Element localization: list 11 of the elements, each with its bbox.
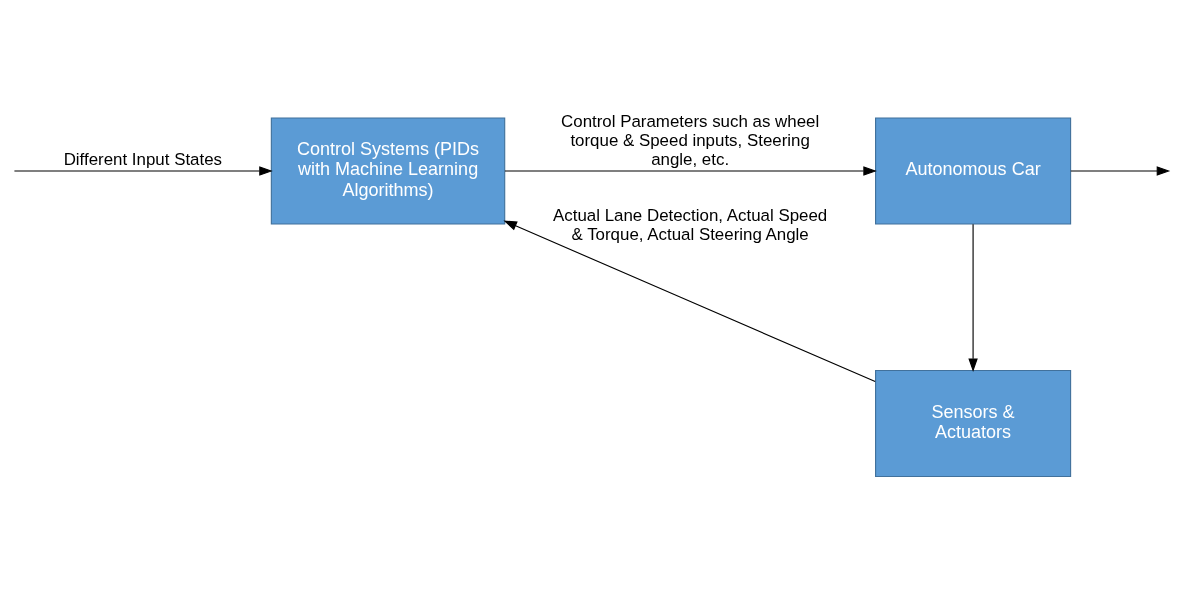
arrow [13,166,273,176]
arrow [968,223,978,372]
edge-label: Different Input States [63,150,223,170]
arrow [1070,166,1171,176]
edge-label: Control Parameters such as wheel torque & Speed inputs, Steering angle, etc. [561,112,820,170]
node-box: Autonomous Car [875,117,1072,225]
arrow [503,220,876,383]
node-box: Control Systems (PIDs with Machine Learning Algorithms) [270,117,506,225]
edge-label: Actual Lane Detection, Actual Speed & Torque, Actual Steering Angle [553,205,828,244]
node-box: Sensors & Actuators [875,369,1072,478]
arrow [504,166,877,176]
